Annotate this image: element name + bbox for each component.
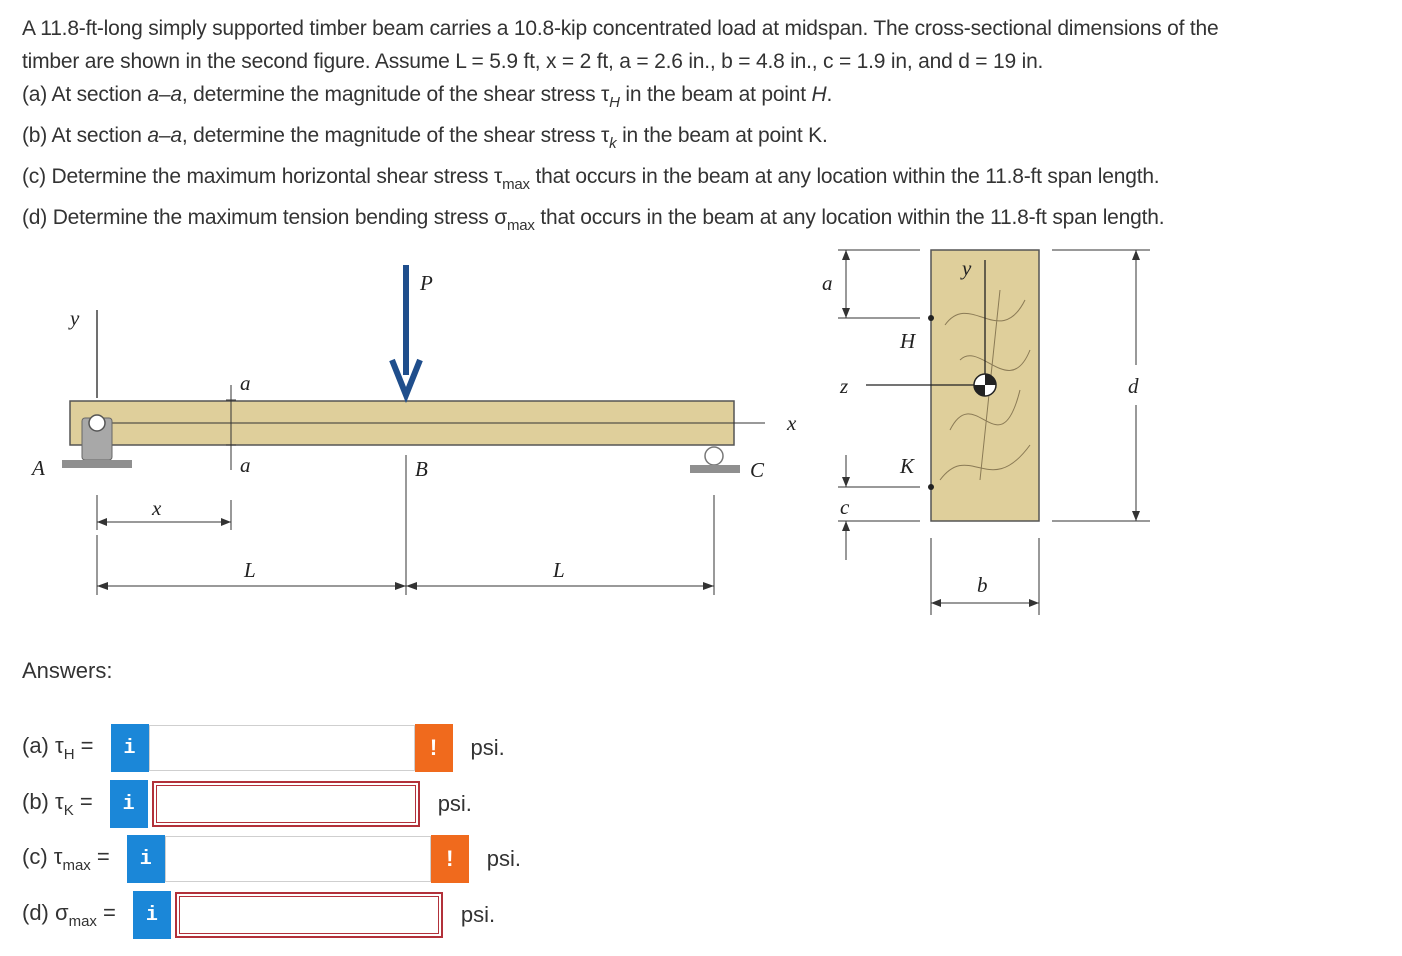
part-b-text: (b) At section a–a, determine the magnit…: [22, 124, 828, 152]
answer-row-b: (b) τK = i psi.: [22, 780, 472, 828]
label-section-y: y: [960, 256, 972, 280]
unit-b: psi.: [437, 791, 472, 816]
info-icon[interactable]: i: [126, 835, 165, 883]
label-P: P: [419, 271, 433, 295]
problem-statement: A 11.8-ft-long simply supported timber b…: [22, 12, 1397, 242]
answer-label-b: (b) τK =: [22, 789, 93, 819]
label-H: H: [899, 329, 917, 353]
cross-section: [866, 249, 1040, 522]
info-icon[interactable]: i: [109, 780, 148, 828]
unit-c: psi.: [486, 846, 522, 871]
answer-row-d: (d) σmax = i psi.: [22, 891, 495, 939]
unit-a: psi.: [470, 735, 505, 760]
part-c-text: (c) Determine the maximum horizontal she…: [22, 165, 1160, 193]
part-d-text: (d) Determine the maximum tension bendin…: [22, 206, 1165, 234]
answer-input-a[interactable]: [148, 725, 415, 771]
answers-heading: Answers:: [22, 658, 113, 683]
label-L-left: L: [243, 558, 256, 582]
problem-line-1: A 11.8-ft-long simply supported timber b…: [22, 17, 1219, 40]
label-z: z: [839, 374, 848, 398]
answer-label-a: (a) τH =: [22, 733, 94, 763]
label-section-a: a: [822, 271, 833, 295]
answer-row-a: (a) τH = i ! psi.: [22, 724, 505, 772]
label-C: C: [750, 458, 765, 482]
label-d: d: [1128, 374, 1139, 398]
label-y: y: [68, 306, 80, 330]
answer-label-c: (c) τmax =: [22, 844, 110, 874]
answer-label-d: (d) σmax =: [22, 900, 116, 930]
info-icon[interactable]: i: [132, 891, 171, 939]
label-a-top: a: [240, 371, 251, 395]
label-L-right: L: [552, 558, 565, 582]
answer-row-c: (c) τmax = i ! psi.: [22, 835, 521, 883]
beam-figure: y x A C a a P B: [0, 230, 1402, 635]
pin-support-A: [62, 414, 132, 468]
warning-icon[interactable]: !: [430, 835, 469, 883]
answer-input-d[interactable]: [174, 892, 443, 938]
info-icon[interactable]: i: [110, 724, 149, 772]
answer-input-c[interactable]: [164, 836, 431, 882]
label-K: K: [899, 454, 915, 478]
part-a-text: (a) At section a–a, determine the magnit…: [22, 83, 833, 111]
load-arrow-P: [389, 265, 423, 404]
label-c: c: [840, 495, 850, 519]
warning-icon[interactable]: !: [414, 724, 453, 772]
label-x-dim: x: [151, 496, 162, 520]
beam-diagram: y x A C a a P B: [30, 249, 1150, 615]
label-x-axis: x: [786, 411, 797, 435]
label-b: b: [977, 573, 988, 597]
roller-support-C: [690, 446, 740, 473]
answer-input-b[interactable]: [151, 781, 420, 827]
problem-line-2: timber are shown in the second figure. A…: [22, 50, 1044, 73]
label-a-bottom: a: [240, 453, 251, 477]
label-A: A: [30, 456, 45, 480]
unit-d: psi.: [460, 902, 496, 927]
label-B: B: [415, 457, 428, 481]
